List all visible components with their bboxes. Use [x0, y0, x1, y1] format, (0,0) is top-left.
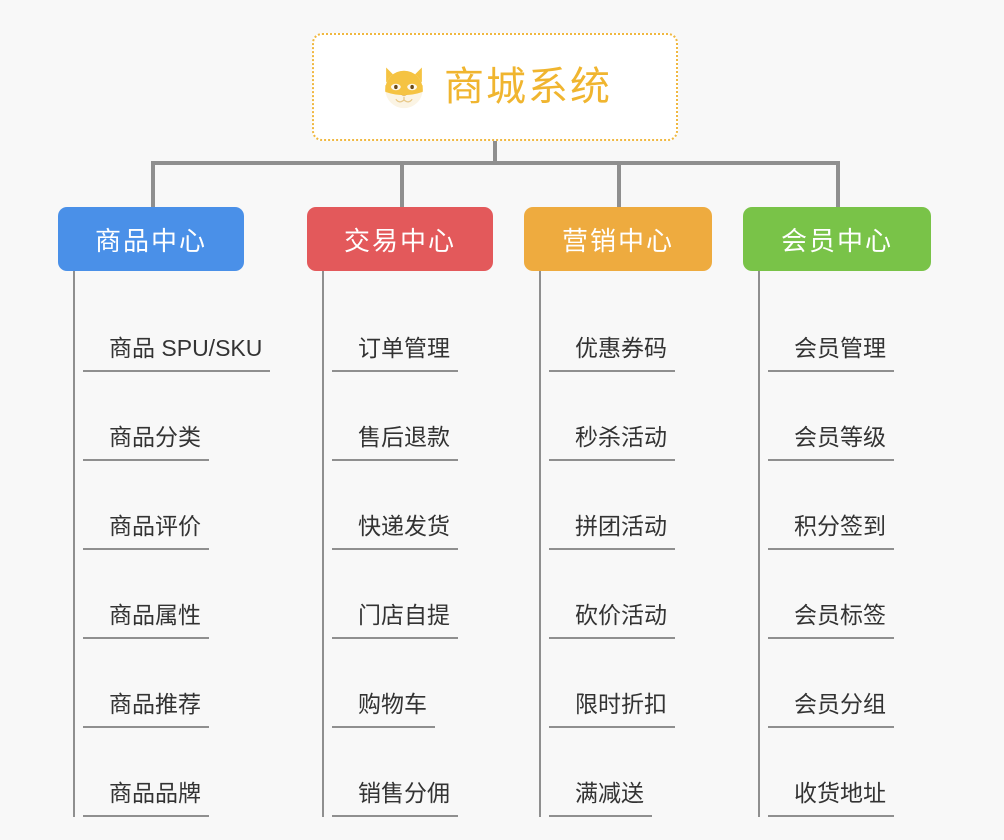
leaf-item[interactable]: 限时折扣 — [541, 639, 712, 728]
leaf-label: 拼团活动 — [549, 512, 675, 550]
leaf-item[interactable]: 秒杀活动 — [541, 372, 712, 461]
leaf-item[interactable]: 会员标签 — [760, 550, 931, 639]
leaf-item[interactable]: 售后退款 — [324, 372, 493, 461]
leaf-item[interactable]: 满减送 — [541, 728, 712, 817]
leaf-item[interactable]: 销售分佣 — [324, 728, 493, 817]
leaf-label: 秒杀活动 — [549, 423, 675, 461]
leaf-item[interactable]: 会员管理 — [760, 283, 931, 372]
leaf-label: 商品属性 — [83, 601, 209, 639]
branch-member-center: 会员中心 会员管理 会员等级 积分签到 会员标签 会员分组 收货地址 — [743, 207, 931, 817]
leaf-label: 销售分佣 — [332, 779, 458, 817]
leaf-label: 砍价活动 — [549, 601, 675, 639]
leaf-label: 购物车 — [332, 690, 435, 728]
root-node[interactable]: 商城系统 — [312, 33, 678, 141]
leaf-label: 售后退款 — [332, 423, 458, 461]
leaf-item[interactable]: 商品评价 — [75, 461, 270, 550]
branch-header-trade-center[interactable]: 交易中心 — [307, 207, 493, 271]
leaf-label: 满减送 — [549, 779, 652, 817]
leaf-label: 限时折扣 — [549, 690, 675, 728]
branch-header-product-center[interactable]: 商品中心 — [58, 207, 244, 271]
leaf-label: 会员标签 — [768, 601, 894, 639]
connector-root-stem — [493, 141, 497, 163]
branch-product-center: 商品中心 商品 SPU/SKU 商品分类 商品评价 商品属性 商品推荐 商品品牌 — [58, 207, 271, 817]
leaf-label: 会员管理 — [768, 334, 894, 372]
leaf-item[interactable]: 积分签到 — [760, 461, 931, 550]
branch-trade-center: 交易中心 订单管理 售后退款 快递发货 门店自提 购物车 销售分佣 — [307, 207, 493, 817]
connector-bus-bar — [151, 161, 839, 165]
leaf-item[interactable]: 优惠券码 — [541, 283, 712, 372]
leaf-item[interactable]: 订单管理 — [324, 283, 493, 372]
branch-header-member-center[interactable]: 会员中心 — [743, 207, 931, 271]
leaf-label: 商品分类 — [83, 423, 209, 461]
leaf-label: 商品推荐 — [83, 690, 209, 728]
leaf-item[interactable]: 会员分组 — [760, 639, 931, 728]
connector-drop-4 — [836, 161, 840, 207]
leaf-label: 优惠券码 — [549, 334, 675, 372]
leaf-label: 快递发货 — [332, 512, 458, 550]
branch-header-marketing-center[interactable]: 营销中心 — [524, 207, 712, 271]
leaf-item[interactable]: 拼团活动 — [541, 461, 712, 550]
leaf-item[interactable]: 收货地址 — [760, 728, 931, 817]
leaf-item[interactable]: 砍价活动 — [541, 550, 712, 639]
leaf-label: 商品 SPU/SKU — [83, 334, 271, 372]
leaf-label: 积分签到 — [768, 512, 894, 550]
leaf-item[interactable]: 商品推荐 — [75, 639, 270, 728]
leaf-item[interactable]: 门店自提 — [324, 550, 493, 639]
leaf-list-member-center: 会员管理 会员等级 积分签到 会员标签 会员分组 收货地址 — [758, 271, 931, 817]
leaf-item[interactable]: 商品 SPU/SKU — [75, 283, 271, 372]
leaf-item[interactable]: 商品属性 — [75, 550, 270, 639]
leaf-item[interactable]: 会员等级 — [760, 372, 931, 461]
connector-drop-3 — [617, 161, 621, 207]
leaf-list-product-center: 商品 SPU/SKU 商品分类 商品评价 商品属性 商品推荐 商品品牌 — [73, 271, 271, 817]
leaf-label: 商品评价 — [83, 512, 209, 550]
leaf-label: 收货地址 — [768, 779, 894, 817]
leaf-item[interactable]: 快递发货 — [324, 461, 493, 550]
dog-face-icon — [385, 67, 423, 109]
connector-drop-2 — [400, 161, 404, 207]
leaf-label: 商品品牌 — [83, 779, 209, 817]
branch-marketing-center: 营销中心 优惠券码 秒杀活动 拼团活动 砍价活动 限时折扣 满减送 — [524, 207, 712, 817]
leaf-item[interactable]: 商品分类 — [75, 372, 270, 461]
root-title: 商城系统 — [444, 65, 612, 109]
leaf-list-trade-center: 订单管理 售后退款 快递发货 门店自提 购物车 销售分佣 — [322, 271, 493, 817]
leaf-item[interactable]: 商品品牌 — [75, 728, 270, 817]
leaf-item[interactable]: 购物车 — [324, 639, 493, 728]
leaf-label: 会员等级 — [768, 423, 894, 461]
leaf-label: 会员分组 — [768, 690, 894, 728]
leaf-list-marketing-center: 优惠券码 秒杀活动 拼团活动 砍价活动 限时折扣 满减送 — [539, 271, 712, 817]
leaf-label: 订单管理 — [332, 334, 458, 372]
connector-drop-1 — [151, 161, 155, 207]
leaf-label: 门店自提 — [332, 601, 458, 639]
